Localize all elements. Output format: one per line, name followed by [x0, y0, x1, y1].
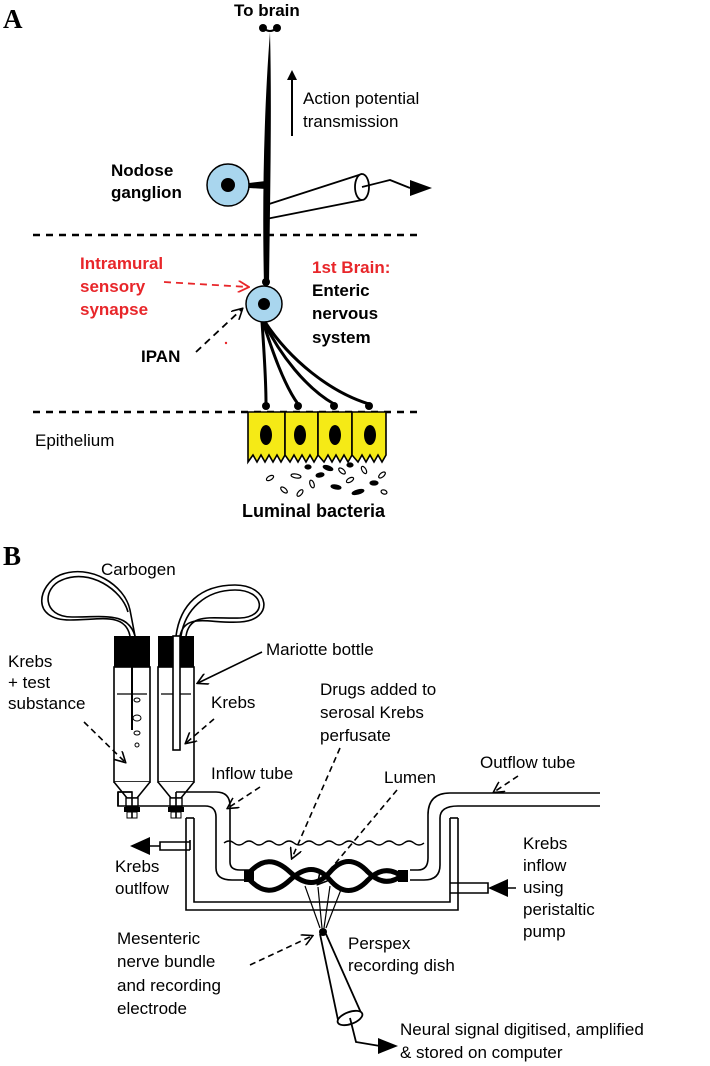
- krebs-inflow-pipe: [450, 879, 516, 897]
- mesenteric-nerve: [304, 885, 343, 929]
- intramural-label-2: sensory: [80, 277, 146, 296]
- mesenteric-label-2: nerve bundle: [117, 952, 215, 971]
- epithelium-label: Epithelium: [35, 431, 114, 450]
- synapse-pointer-arrow: [163, 282, 248, 287]
- krebs-test-label-1: Krebs: [8, 652, 52, 671]
- krebs-inflow-label-3: using: [523, 878, 564, 897]
- krebs-test-label-3: substance: [8, 694, 86, 713]
- luminal-bacteria-label: Luminal bacteria: [242, 501, 386, 521]
- perspex-recording-dish: [185, 817, 459, 911]
- epithelial-cells: [247, 402, 387, 465]
- recording-pipette-icon: [265, 173, 432, 220]
- perspex-label-1: Perspex: [348, 934, 411, 953]
- krebs-inflow-label-5: pump: [523, 922, 566, 941]
- action-potential-label-1: Action potential: [303, 89, 419, 108]
- recording-electrode-icon: [319, 928, 398, 1054]
- first-brain-label: 1st Brain:: [312, 258, 390, 277]
- outflow-tube-label: Outflow tube: [480, 753, 575, 772]
- panel-a-letter: A: [3, 4, 23, 34]
- carbogen-label: Carbogen: [101, 560, 176, 579]
- neuron-nucleus-icon: [221, 178, 235, 192]
- mesenteric-label-4: electrode: [117, 999, 187, 1018]
- bacteria-icon: [265, 462, 388, 497]
- ipan-processes: [260, 321, 370, 406]
- mesenteric-pointer: [249, 936, 312, 966]
- krebs-test-label-2: + test: [8, 673, 50, 692]
- ipan-pointer-arrow: [195, 309, 242, 353]
- outflow-tube-pointer: [494, 775, 519, 792]
- mariotte-bottle: [157, 635, 195, 819]
- action-potential-label-2: transmission: [303, 112, 398, 131]
- drugs-label-3: perfusate: [320, 726, 391, 745]
- enteric-label-2: nervous: [312, 304, 378, 323]
- epithelial-cell: [284, 402, 319, 464]
- krebs-outflow-pipe: [130, 837, 191, 855]
- mariotte-label: Mariotte bottle: [266, 640, 374, 659]
- epithelial-cell: [247, 402, 286, 465]
- mariotte-pointer: [198, 651, 263, 683]
- ipan-label: IPAN: [141, 347, 180, 366]
- inflow-tube-pointer: [228, 786, 261, 808]
- epithelial-cell: [351, 402, 387, 464]
- krebs-inflow-label-2: inflow: [523, 856, 567, 875]
- panel-b: B Carbogen: [3, 541, 644, 1062]
- krebs-outflow-label-2: outlfow: [115, 879, 170, 898]
- drugs-pointer: [292, 747, 341, 858]
- drugs-label-1: Drugs added to: [320, 680, 436, 699]
- synapse-icon: [262, 278, 270, 286]
- outflow-tube: [410, 792, 600, 881]
- inflow-tube: [117, 791, 250, 881]
- to-brain-label: To brain: [234, 1, 300, 20]
- perspex-label-2: recording dish: [348, 956, 455, 975]
- intestinal-segment: [244, 859, 408, 893]
- drugs-label-2: serosal Krebs: [320, 703, 424, 722]
- enteric-label-3: system: [312, 328, 371, 347]
- neuron-nucleus-icon: [258, 298, 270, 310]
- krebs-inflow-label-1: Krebs: [523, 834, 567, 853]
- reservoir-bottle-test: [113, 636, 151, 819]
- mesenteric-label-1: Mesenteric: [117, 929, 201, 948]
- nodose-label-2: ganglion: [111, 183, 182, 202]
- neural-signal-label-2: & stored on computer: [400, 1043, 563, 1062]
- krebs-outflow-label-1: Krebs: [115, 857, 159, 876]
- panel-a: A To brain Action potential transmission…: [3, 1, 432, 521]
- mesenteric-label-3: and recording: [117, 976, 221, 995]
- nodose-label-1: Nodose: [111, 161, 173, 180]
- krebs-inflow-label-4: peristaltic: [523, 900, 595, 919]
- intramural-label-3: synapse: [80, 300, 148, 319]
- enteric-label-1: Enteric: [312, 281, 370, 300]
- panel-b-letter: B: [3, 541, 21, 571]
- vagal-afferent-fiber: [263, 32, 271, 285]
- krebs-label: Krebs: [211, 693, 255, 712]
- inflow-tube-label: Inflow tube: [211, 764, 293, 783]
- krebs-surface: [223, 840, 425, 846]
- krebs-pointer: [186, 718, 215, 743]
- epithelial-cell: [317, 402, 353, 464]
- intramural-label-1: Intramural: [80, 254, 163, 273]
- lumen-label: Lumen: [384, 768, 436, 787]
- carbogen-tubing: [41, 570, 265, 637]
- neural-signal-label-1: Neural signal digitised, amplified: [400, 1020, 644, 1039]
